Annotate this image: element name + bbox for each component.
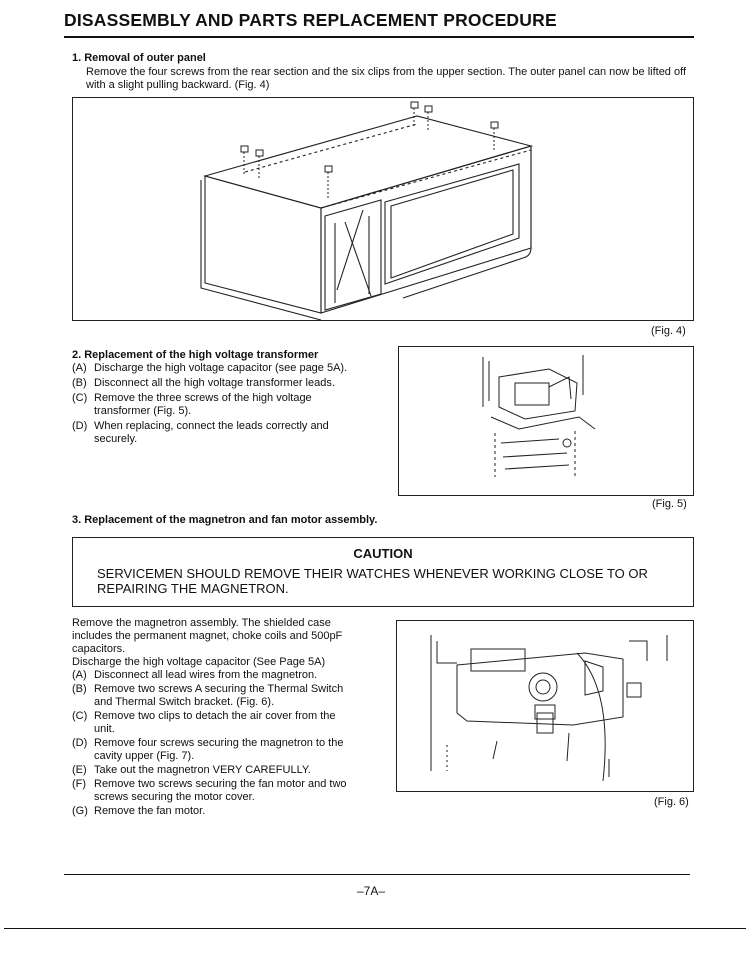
section-2-step-c: (C)Remove the three screws of the high v… (72, 392, 312, 417)
page-title: DISASSEMBLY AND PARTS REPLACEMENT PROCED… (64, 10, 557, 30)
page-number: –7A– (357, 884, 386, 898)
bottom-rule (4, 928, 746, 929)
caution-title: CAUTION (353, 546, 413, 561)
section-3-step-e: (E)Take out the magnetron VERY CAREFULLY… (72, 764, 311, 776)
figure-4-box (72, 97, 694, 321)
figure-6-caption: (Fig. 6) (654, 796, 689, 808)
figure-5-box (398, 346, 694, 496)
section-2-heading: 2. Replacement of the high voltage trans… (72, 349, 319, 361)
section-1-heading: 1. Removal of outer panel (72, 52, 206, 64)
microwave-outer-panel-illustration (200, 101, 534, 320)
magnetron-assembly-illustration (430, 635, 668, 782)
section-3-body: Remove the magnetron assembly. The shiel… (72, 617, 350, 818)
section-1: 1. Removal of outer panel Remove the fou… (72, 52, 692, 92)
section-3-step-g: (G)Remove the fan motor. (72, 805, 206, 817)
section-2: 2. Replacement of the high voltage trans… (72, 349, 352, 446)
section-3-intro: Remove the magnetron assembly. The shiel… (72, 617, 343, 655)
caution-text: SERVICEMEN SHOULD REMOVE THEIR WATCHES W… (97, 566, 648, 596)
section-3-step-a: (A)Disconnect all lead wires from the ma… (72, 669, 318, 681)
section-3-step-d: (D)Remove four screws securing the magne… (72, 737, 344, 762)
section-2-step-a: (A)Discharge the high voltage capacitor … (72, 362, 348, 374)
section-1-body: Remove the four screws from the rear sec… (86, 66, 687, 91)
section-3-step-b: (B)Remove two screws A securing the Ther… (72, 683, 344, 708)
figure-5-caption: (Fig. 5) (652, 498, 687, 510)
caution-box: CAUTION SERVICEMEN SHOULD REMOVE THEIR W… (72, 537, 694, 607)
title-rule (64, 36, 694, 38)
section-3-discharge: Discharge the high voltage capacitor (Se… (72, 656, 326, 668)
section-2-step-b: (B)Disconnect all the high voltage trans… (72, 377, 335, 389)
section-2-step-d: (D)When replacing, connect the leads cor… (72, 420, 329, 445)
high-voltage-transformer-illustration (482, 355, 596, 477)
footer-rule (64, 874, 690, 875)
section-3-step-f: (F)Remove two screws securing the fan mo… (72, 778, 347, 803)
section-3-heading: 3. Replacement of the magnetron and fan … (72, 514, 378, 526)
figure-4-caption: (Fig. 4) (651, 325, 686, 337)
figure-6-box (396, 620, 694, 792)
section-3-step-c: (C)Remove two clips to detach the air co… (72, 710, 336, 735)
